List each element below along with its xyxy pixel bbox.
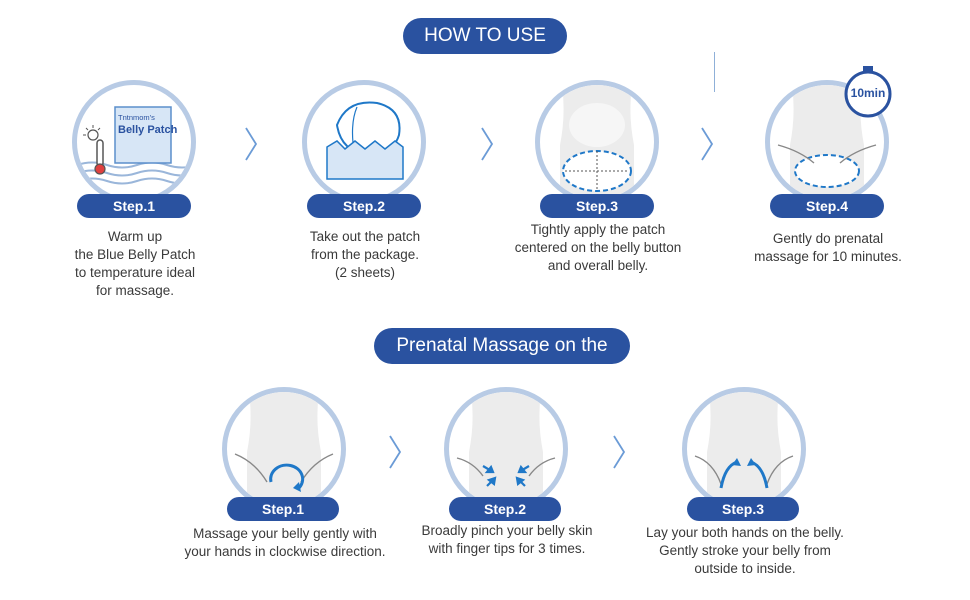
chevron-right-icon (700, 126, 714, 162)
step-4-illustration (765, 80, 889, 204)
step-1-description: Warm up the Blue Belly Patch to temperat… (74, 229, 196, 298)
step-2-description: Take out the patch from the package. (2 … (309, 229, 421, 280)
chevron-right-icon (612, 434, 626, 470)
massage-step-1-illustration (222, 387, 346, 511)
patch-name-text: Belly Patch (118, 124, 178, 136)
how-to-use-title: HOW TO USE (403, 18, 567, 54)
step-1-illustration: Tntnmom's Belly Patch (72, 80, 196, 204)
massage-step-3-badge: Step.3 (687, 497, 799, 521)
timer-icon: 10min (842, 66, 894, 118)
step-3-description: Tightly apply the patch centered on the … (514, 222, 682, 273)
massage-step-2-description: Broadly pinch your belly skin with finge… (421, 523, 593, 556)
chevron-right-icon (480, 126, 494, 162)
massage-step-2-illustration (444, 387, 568, 511)
massage-step-3-illustration (682, 387, 806, 511)
divider-line (714, 52, 715, 92)
chevron-right-icon (388, 434, 402, 470)
massage-step-3-description: Lay your both hands on the belly. Gently… (646, 525, 844, 576)
step-1-badge: Step.1 (77, 194, 191, 218)
massage-step-2-badge: Step.2 (449, 497, 561, 521)
patch-brand-text: Tntnmom's (118, 113, 155, 122)
massage-step-1-badge: Step.1 (227, 497, 339, 521)
step-4-badge: Step.4 (770, 194, 884, 218)
prenatal-massage-title: Prenatal Massage on the Belly (374, 328, 630, 392)
step-3-illustration (535, 80, 659, 204)
step-2-illustration (302, 80, 426, 204)
step-3-badge: Step.3 (540, 194, 654, 218)
massage-step-1-description: Massage your belly gently with your hand… (184, 526, 386, 559)
step-2-badge: Step.2 (307, 194, 421, 218)
timer-text: 10min (850, 86, 886, 100)
step-4-description: Gently do prenatal massage for 10 minute… (754, 231, 902, 264)
chevron-right-icon (244, 126, 258, 162)
